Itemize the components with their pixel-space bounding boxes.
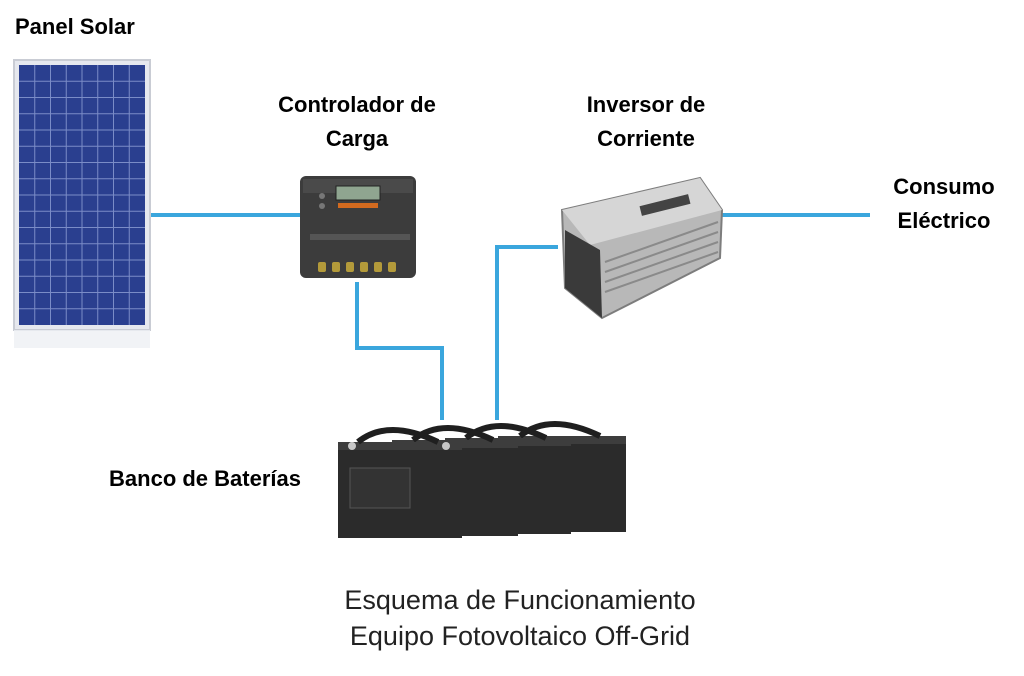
panel-label: Panel Solar [15, 10, 165, 44]
panel-label-text: Panel Solar [15, 14, 135, 39]
wires [150, 213, 870, 420]
caption-line2: Equipo Fotovoltaico Off-Grid [349, 621, 691, 651]
controller-label-line2: Carga [325, 126, 389, 151]
consumption-label-line1: Consumo [893, 174, 995, 199]
consumption-label-line2: Eléctrico [897, 208, 991, 233]
charge-controller-image [300, 176, 416, 278]
diagram-caption: Esquema de Funcionamiento Equipo Fotovol… [220, 582, 820, 654]
inverter-image [560, 176, 724, 320]
battery-bank-image [338, 421, 626, 538]
solar-panel-image [13, 59, 151, 348]
controller-label: Controlador de Carga [242, 88, 472, 156]
wire-inverter-battery [495, 245, 558, 420]
wire-controller-battery [355, 282, 444, 420]
inverter-label: Inversor de Corriente [546, 88, 746, 156]
batteries-label-text: Banco de Baterías [109, 466, 301, 491]
caption-line1: Esquema de Funcionamiento [344, 585, 696, 615]
consumption-label: Consumo Eléctrico [874, 170, 1014, 238]
inverter-label-line1: Inversor de [586, 92, 706, 117]
inverter-label-line2: Corriente [597, 126, 695, 151]
battery-1 [338, 427, 462, 538]
batteries-label: Banco de Baterías [90, 462, 320, 496]
controller-label-line1: Controlador de [278, 92, 436, 117]
